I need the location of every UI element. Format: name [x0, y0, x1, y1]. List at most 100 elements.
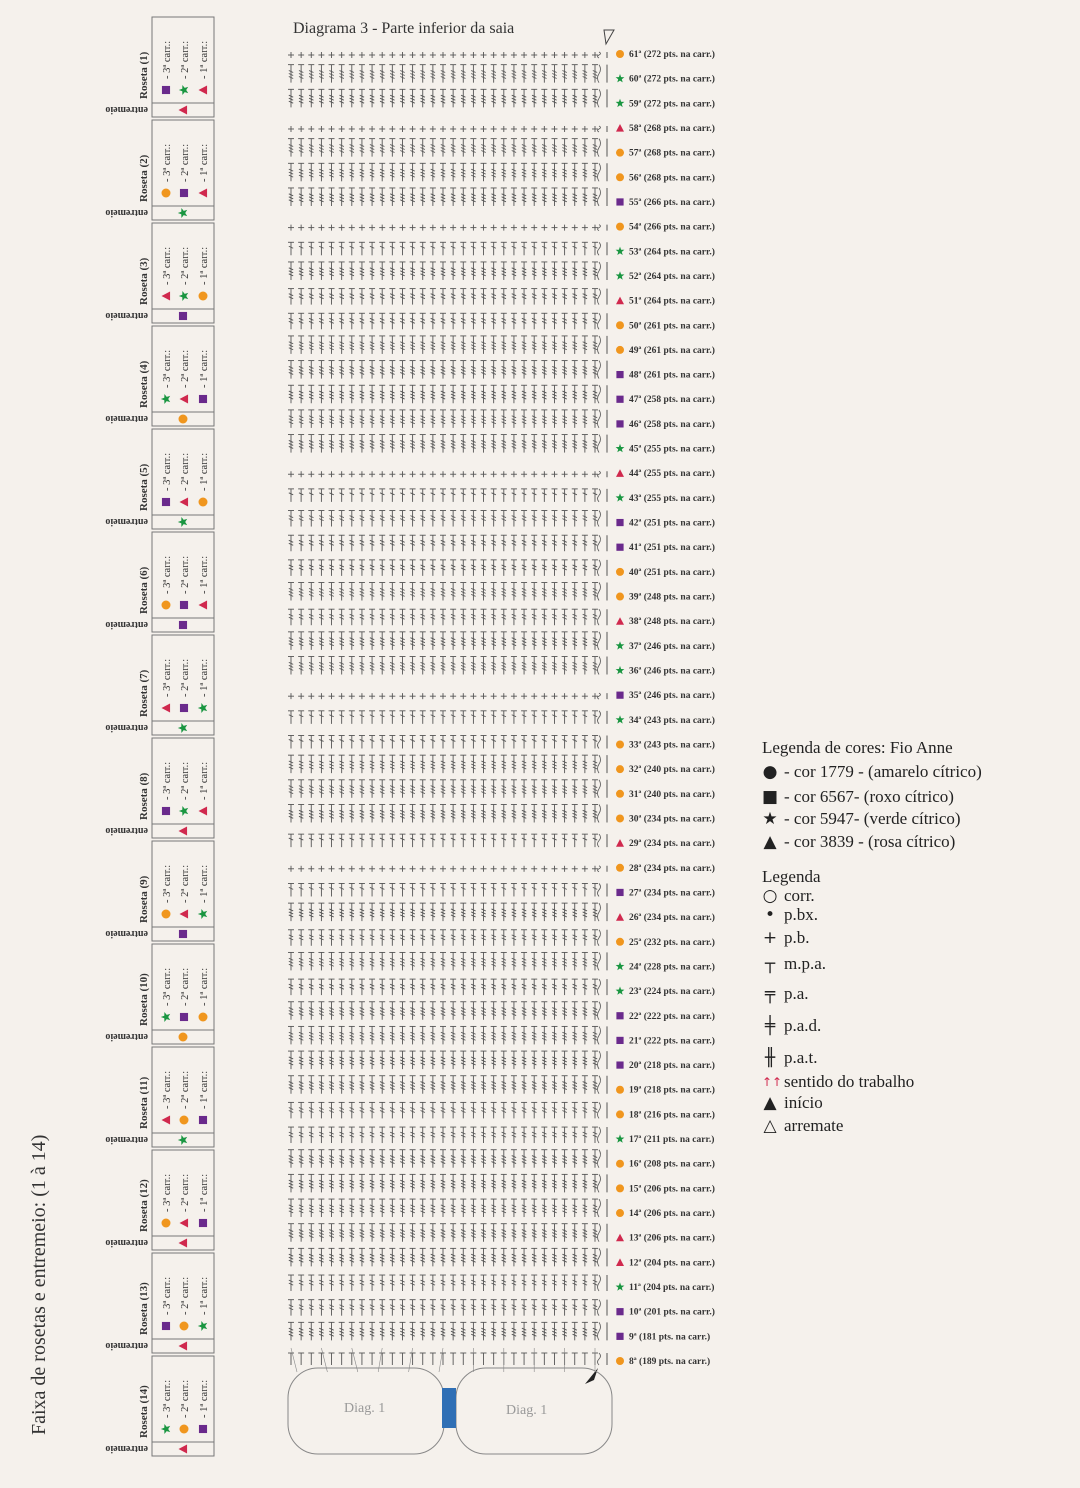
stitch-mark: [338, 978, 345, 996]
stitch-mark: [561, 754, 568, 774]
stitch-mark: [429, 1247, 436, 1267]
round-label: - 2ª carr.:: [180, 1277, 191, 1315]
stitch-mark: [308, 559, 315, 576]
stitch-mark: [531, 559, 538, 576]
row-label: 42ª (251 pts. na carr.): [629, 518, 715, 529]
stitch-mark: [328, 710, 335, 724]
stitch-mark: [470, 64, 477, 83]
stitch-mark: [328, 312, 335, 330]
stitch-mark: [369, 241, 376, 256]
stitch-mark: [592, 582, 598, 601]
stitch-mark: [510, 384, 517, 404]
stitch-mark: [571, 510, 578, 527]
stitch-mark: [450, 1321, 457, 1341]
stitch-mark: [429, 865, 436, 872]
stitch-mark: [561, 312, 568, 330]
stitch-mark: [288, 693, 294, 700]
stitch-mark: [500, 779, 507, 798]
stitch-mark: [338, 735, 345, 749]
stitch-mark: [480, 1149, 487, 1168]
orange-circle-marker: [616, 222, 624, 231]
stitch-mark: [571, 52, 578, 58]
stitch-mark: [541, 1173, 548, 1193]
turning-chain: [597, 335, 601, 355]
stitch-mark: [510, 1173, 517, 1193]
stitch-mark: [369, 883, 376, 897]
stitch-mark: [470, 52, 477, 58]
stitch-mark: [440, 1198, 446, 1218]
turning-chain: [597, 902, 601, 922]
diag1-label-right: Diag. 1: [506, 1403, 547, 1418]
stitch-mark: [358, 1001, 365, 1020]
stitch-mark: [358, 434, 365, 453]
stitch-mark: [348, 1050, 355, 1070]
stitch-mark: [470, 224, 477, 231]
stitch-mark: [571, 288, 578, 305]
stitch-mark: [490, 1001, 497, 1020]
row-label: 45ª (255 pts. na carr.): [629, 444, 715, 455]
entremeio-label: entremeio: [105, 825, 148, 836]
marker-group: [161, 497, 171, 507]
stitch-mark: [460, 1126, 467, 1144]
stitch-mark: [551, 187, 558, 206]
purple-square-marker: [198, 1218, 208, 1228]
stitch-mark: [419, 138, 426, 157]
stitch-mark: [318, 1274, 325, 1292]
stitch-mark: [399, 1173, 406, 1193]
stitch-mark: [500, 1001, 507, 1020]
orange-circle-marker: [179, 1321, 189, 1331]
stitch-mark: [318, 187, 325, 206]
stitch-mark: [531, 1025, 538, 1045]
green-star-marker: [178, 806, 189, 816]
stitch-mark: [571, 929, 578, 946]
stitch-mark: [308, 978, 315, 996]
stitch-mark: [561, 865, 568, 872]
stitch-mark: [389, 1352, 396, 1365]
stitch-mark: [581, 1126, 588, 1144]
stitch-mark: [419, 883, 426, 897]
stitch-mark: [571, 978, 578, 996]
stitch-mark: [369, 261, 376, 280]
stitch-mark: [358, 138, 365, 157]
stitch-mark: [541, 631, 548, 650]
stitch-mark: [369, 64, 376, 83]
pink-triangle-marker: [198, 806, 208, 816]
stitch-mark: [480, 1223, 487, 1242]
orange-circle-marker: [616, 937, 624, 946]
stitch-mark: [450, 1050, 457, 1070]
stitch-mark: [429, 902, 436, 922]
stitch-mark: [308, 138, 315, 157]
stitch-mark: [571, 735, 578, 749]
stitch-mark: [490, 1173, 497, 1193]
stitch-mark: [298, 1223, 305, 1242]
stitch-mark: [318, 656, 325, 675]
stitch-mark: [288, 1198, 294, 1218]
stitch-mark: [348, 1101, 355, 1119]
stitch-mark: [490, 335, 497, 354]
stitch-mark: [429, 582, 436, 601]
stitch-mark: [399, 1321, 406, 1341]
chart-row: 44ª (255 pts. na carr.): [288, 468, 715, 479]
roseta-block: Roseta (14)- 3ª carr.:- 2ª carr.:- 1ª ca…: [105, 1355, 215, 1457]
stitch-mark: [358, 1198, 365, 1218]
stitch-mark: [379, 631, 386, 650]
stitch-mark: [328, 929, 335, 946]
stitch-mark: [288, 656, 294, 675]
stitch-mark: [460, 360, 467, 379]
stitch-mark: [460, 312, 467, 330]
stitch-mark: [440, 754, 446, 774]
turning-chain: [597, 631, 601, 651]
roseta-block: Roseta (6)- 3ª carr.:- 2ª carr.:- 1ª car…: [105, 531, 215, 633]
purple-square-icon: ■: [762, 787, 779, 807]
stitch-mark: [561, 1247, 568, 1267]
stitch-mark: [399, 335, 406, 354]
stitch-mark: [500, 1299, 507, 1316]
stitch-mark: [500, 88, 507, 108]
stitch-mark: [389, 360, 396, 379]
stitch-mark: [521, 1001, 528, 1020]
stitch-mark: [450, 1352, 457, 1365]
stitch-mark: [288, 224, 294, 231]
stitch-mark: [358, 833, 365, 848]
stitch-mark: [440, 1101, 446, 1119]
stitch-mark: [460, 631, 467, 650]
